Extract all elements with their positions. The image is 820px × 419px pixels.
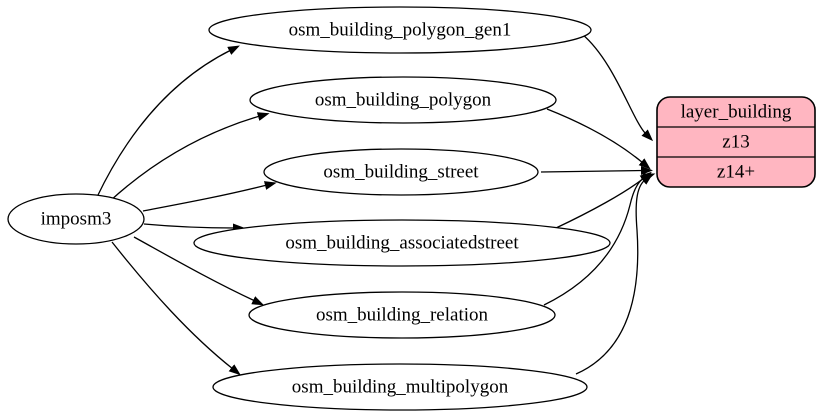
- edge-imposm3-to-osm-building-relation: [133, 236, 265, 306]
- osm-building-associatedstreet-ellipse: [193, 219, 611, 267]
- osm-building-street-label: osm_building_street: [323, 162, 479, 183]
- osm-building-polygon-label: osm_building_polygon: [315, 90, 492, 111]
- edge-osm-building-polygon-to-layer-z14: [546, 108, 651, 170]
- edge-osm-building-relation-to-layer-z14: [543, 173, 656, 306]
- edges: [96, 33, 656, 376]
- node-layer-building: layer_building z13 z14+: [656, 96, 816, 188]
- osm-building-multipolygon-ellipse: [212, 363, 588, 411]
- osm-building-polygon-ellipse: [249, 76, 557, 124]
- osm-building-multipolygon-label: osm_building_multipolygon: [292, 377, 509, 398]
- osm-building-street-ellipse: [263, 148, 539, 196]
- edge-osm-building-street-to-layer-z14: [540, 166, 653, 176]
- osm-building-associatedstreet-label: osm_building_associatedstreet: [285, 233, 519, 254]
- layer-building-row-z13: z13: [722, 132, 749, 153]
- node-osm-building-associatedstreet: osm_building_associatedstreet: [193, 219, 611, 267]
- edge-imposm3-to-osm-building-multipolygon: [111, 241, 241, 376]
- layer-building-title: layer_building: [681, 102, 792, 123]
- node-osm-building-street: osm_building_street: [263, 148, 539, 196]
- osm-building-polygon-gen1-label: osm_building_polygon_gen1: [289, 20, 512, 41]
- edge-imposm3-to-osm-building-polygon: [109, 112, 270, 202]
- osm-building-relation-ellipse: [248, 291, 556, 339]
- edge-osm-building-multipolygon-to-layer-z14: [575, 173, 653, 375]
- node-osm-building-multipolygon: osm_building_multipolygon: [212, 363, 588, 411]
- edge-imposm3-to-osm-building-street: [142, 181, 277, 212]
- node-osm-building-polygon-gen1: osm_building_polygon_gen1: [208, 6, 592, 54]
- node-imposm3: imposm3: [7, 193, 145, 245]
- imposm3-label: imposm3: [41, 209, 112, 230]
- edge-osm-building-associatedstreet-to-layer-z14: [555, 171, 652, 229]
- osm-building-polygon-gen1-ellipse: [208, 6, 592, 54]
- osm-building-relation-label: osm_building_relation: [316, 305, 489, 326]
- node-osm-building-relation: osm_building_relation: [248, 291, 556, 339]
- edge-imposm3-to-osm-building-polygon-gen1: [96, 45, 240, 198]
- edge-imposm3-to-osm-building-associatedstreet: [143, 223, 245, 233]
- imposm3-ellipse: [7, 193, 145, 245]
- layer-building-row-z14: z14+: [717, 162, 755, 183]
- layer-building-box: [656, 96, 816, 188]
- edge-osm-building-polygon-gen1-to-layer-z13: [581, 33, 654, 142]
- node-osm-building-polygon: osm_building_polygon: [249, 76, 557, 124]
